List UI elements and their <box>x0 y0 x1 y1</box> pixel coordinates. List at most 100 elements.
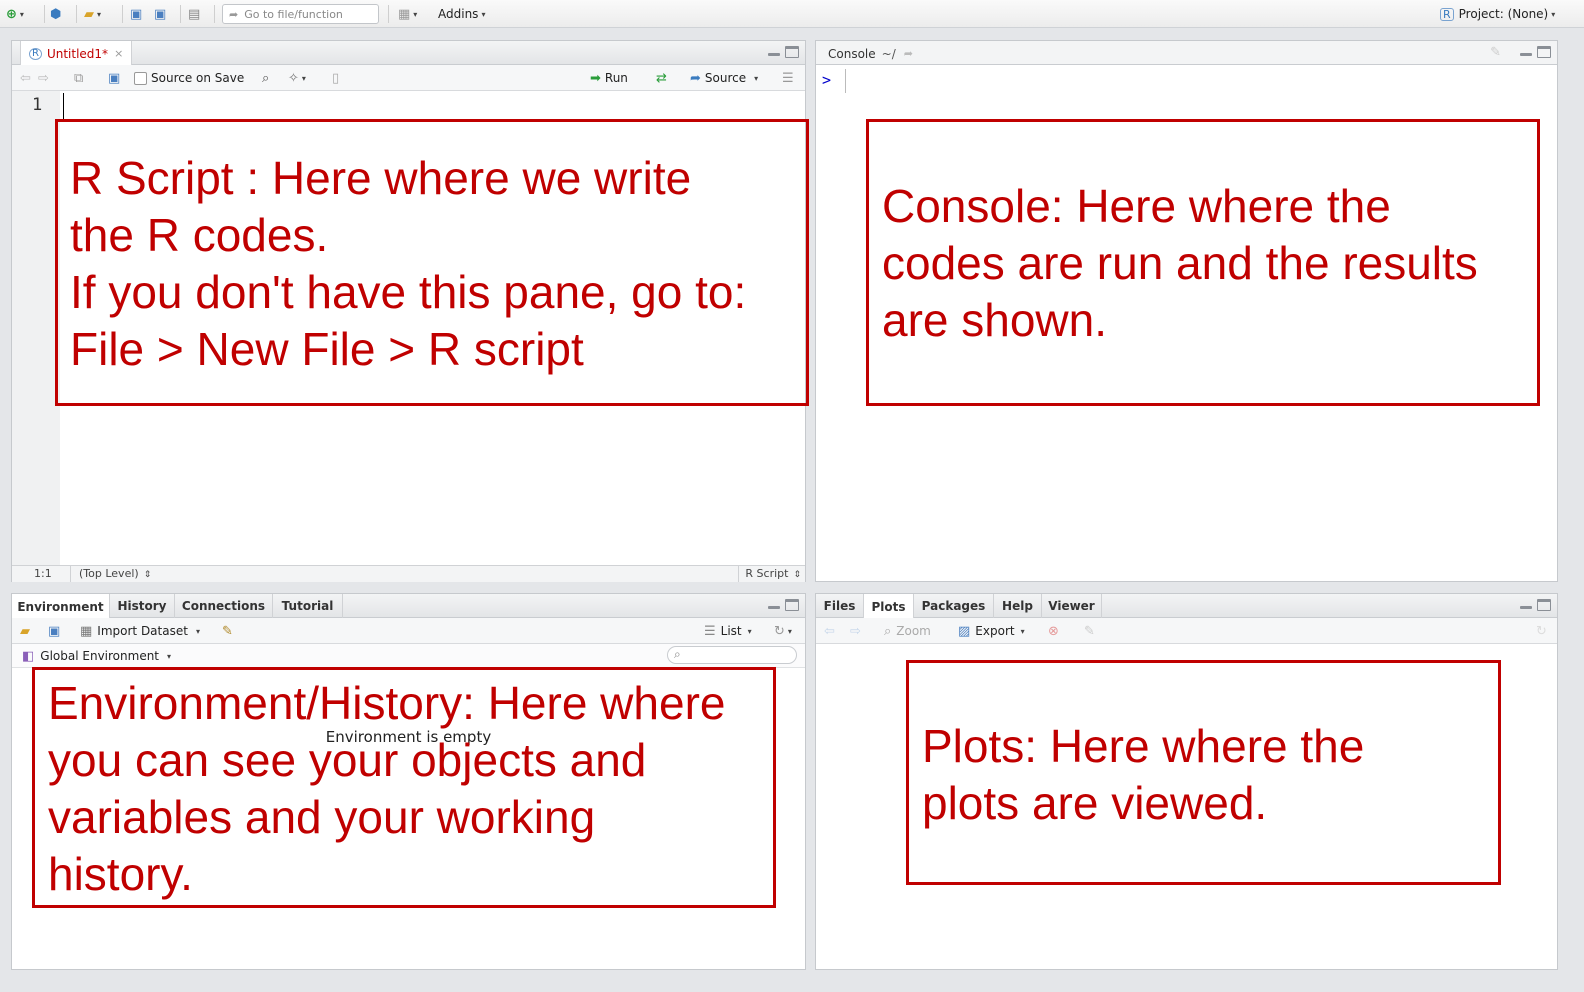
folder-open-icon: ▰ <box>20 623 30 639</box>
updown-icon: ⇕ <box>143 570 152 580</box>
import-dataset-label: Import Dataset <box>97 624 188 638</box>
close-icon[interactable]: × <box>114 47 124 60</box>
go-to-file-input[interactable]: ➦ Go to file/function <box>222 4 379 24</box>
back-button[interactable]: ⇦ <box>20 68 31 88</box>
outline-button[interactable]: ☰ <box>782 68 794 88</box>
plots-toolbar: ⇦ ⇨ ⌕ Zoom ▨ Export▾ ⊗ ✎ ↻ <box>816 618 1557 644</box>
environment-annotation-box <box>32 667 776 908</box>
clear-plots-button[interactable]: ✎ <box>1084 621 1095 641</box>
chevron-down-icon: ▾ <box>1020 626 1025 636</box>
new-project-button[interactable]: ⬢ <box>50 4 61 24</box>
tab-console[interactable]: Console ~/ ➦ <box>820 41 921 66</box>
forward-button[interactable]: ⇨ <box>38 68 49 88</box>
chevron-down-icon: ▾ <box>97 9 102 19</box>
console-tabbar: Console ~/ ➦ ✎ <box>816 41 1557 65</box>
code-editor[interactable] <box>60 91 805 565</box>
clear-workspace-button[interactable]: ✎ <box>222 621 233 641</box>
console-path: ~/ <box>881 46 896 61</box>
run-label: Run <box>604 71 628 85</box>
annotation-line: the R codes. <box>70 209 329 261</box>
maximize-icon[interactable] <box>1537 599 1551 611</box>
addins-menu[interactable]: Addins▾ <box>438 4 485 24</box>
code-tools-button[interactable]: ✧▾ <box>288 68 306 88</box>
refresh-button[interactable]: ↻▾ <box>774 621 792 641</box>
tab-files[interactable]: Files <box>816 594 864 618</box>
source-on-save-checkbox[interactable]: Source on Save <box>134 68 244 88</box>
search-icon: ⌕ <box>674 647 681 661</box>
minimize-icon[interactable] <box>767 46 781 58</box>
minimize-icon[interactable] <box>1519 599 1533 611</box>
notebook-icon: ▯ <box>332 70 340 86</box>
magic-wand-icon: ✧ <box>288 70 299 86</box>
tab-viewer[interactable]: Viewer <box>1042 594 1102 618</box>
scope-selector[interactable]: (Top Level)⇕ <box>70 566 151 582</box>
line-number-gutter <box>12 91 60 565</box>
list-view-selector[interactable]: ☰ List▾ <box>704 621 752 641</box>
global-environment-selector[interactable]: ◧ Global Environment▾ <box>22 646 171 666</box>
plots-annotation-box <box>906 660 1501 885</box>
text-cursor <box>63 93 64 119</box>
compile-report-button[interactable]: ▯ <box>332 68 339 88</box>
file-type-selector[interactable]: R Script⇕ <box>738 566 801 582</box>
chevron-down-icon: ▾ <box>413 9 418 19</box>
print-button[interactable]: ▤ <box>188 4 200 24</box>
main-toolbar: ⊕▾ ⬢ ▰▾ ▣ ▣ ▤ ➦ Go to file/function ▦▾ A… <box>0 0 1584 28</box>
environment-icon: ◧ <box>22 648 35 664</box>
outline-icon: ☰ <box>782 70 794 86</box>
files-window-controls <box>1519 599 1551 611</box>
script-annotation-text: R Script : Here where we write the R cod… <box>70 150 746 378</box>
script-annotation-box <box>55 119 809 406</box>
run-button[interactable]: ➡ Run <box>590 68 628 88</box>
load-workspace-button[interactable]: ▰ <box>20 621 30 641</box>
tab-untitled1[interactable]: R Untitled1* × <box>20 41 133 66</box>
tab-tutorial[interactable]: Tutorial <box>273 594 343 618</box>
go-to-arrow-icon: ➦ <box>229 7 239 21</box>
workspace-panes-button[interactable]: ▦▾ <box>398 4 417 24</box>
next-plot-button[interactable]: ⇨ <box>850 621 861 641</box>
import-dataset-button[interactable]: ▦ Import Dataset▾ <box>80 621 200 641</box>
clear-console-icon[interactable]: ✎ <box>1490 45 1501 60</box>
list-icon: ☰ <box>704 623 716 639</box>
list-label: List <box>720 624 742 638</box>
save-icon: ▣ <box>48 623 61 639</box>
source-button[interactable]: ➦ Source▾ <box>690 68 758 88</box>
find-button[interactable]: ⌕ <box>262 68 269 88</box>
save-button[interactable]: ▣ <box>130 4 142 24</box>
rerun-button[interactable]: ⇄ <box>656 68 667 88</box>
go-to-directory-icon[interactable]: ➦ <box>903 47 913 60</box>
tab-packages[interactable]: Packages <box>914 594 994 618</box>
export-button[interactable]: ▨ Export▾ <box>958 621 1025 641</box>
minimize-icon[interactable] <box>767 599 781 611</box>
environment-annotation-text: Environment/History: Here where you can … <box>48 675 725 903</box>
project-menu[interactable]: R Project: (None)▾ <box>1440 4 1555 24</box>
previous-plot-button[interactable]: ⇦ <box>824 621 835 641</box>
console-prompt: > <box>822 71 832 89</box>
source-on-save-label: Source on Save <box>151 71 245 85</box>
maximize-icon[interactable] <box>1537 46 1551 58</box>
save-workspace-button[interactable]: ▣ <box>48 621 60 641</box>
save-all-button[interactable]: ▣ <box>154 4 166 24</box>
tab-help[interactable]: Help <box>994 594 1042 618</box>
arrow-left-icon: ⇦ <box>824 623 835 639</box>
save-button[interactable]: ▣ <box>108 68 120 88</box>
zoom-button[interactable]: ⌕ Zoom <box>884 621 931 641</box>
maximize-icon[interactable] <box>785 46 799 58</box>
minimize-icon[interactable] <box>1519 46 1533 58</box>
chevron-down-icon: ▾ <box>1551 9 1556 19</box>
cursor-position: 1:1 <box>34 567 52 580</box>
tab-plots[interactable]: Plots <box>864 594 914 619</box>
remove-plot-button[interactable]: ⊗ <box>1048 621 1059 641</box>
maximize-icon[interactable] <box>785 599 799 611</box>
tab-history[interactable]: History <box>110 594 175 618</box>
refresh-button[interactable]: ↻ <box>1536 621 1547 641</box>
environment-search-input[interactable]: ⌕ <box>667 646 797 664</box>
r-file-icon: R <box>29 47 42 60</box>
environment-empty-message: Environment is empty <box>325 728 492 746</box>
show-in-window-button[interactable]: ⧉ <box>74 68 83 88</box>
open-file-button[interactable]: ▰▾ <box>84 4 101 24</box>
new-file-button[interactable]: ⊕▾ <box>6 4 24 24</box>
console-output[interactable]: > <box>816 65 1557 581</box>
text-cursor <box>845 69 846 93</box>
tab-connections[interactable]: Connections <box>175 594 273 618</box>
tab-environment[interactable]: Environment <box>12 594 110 619</box>
